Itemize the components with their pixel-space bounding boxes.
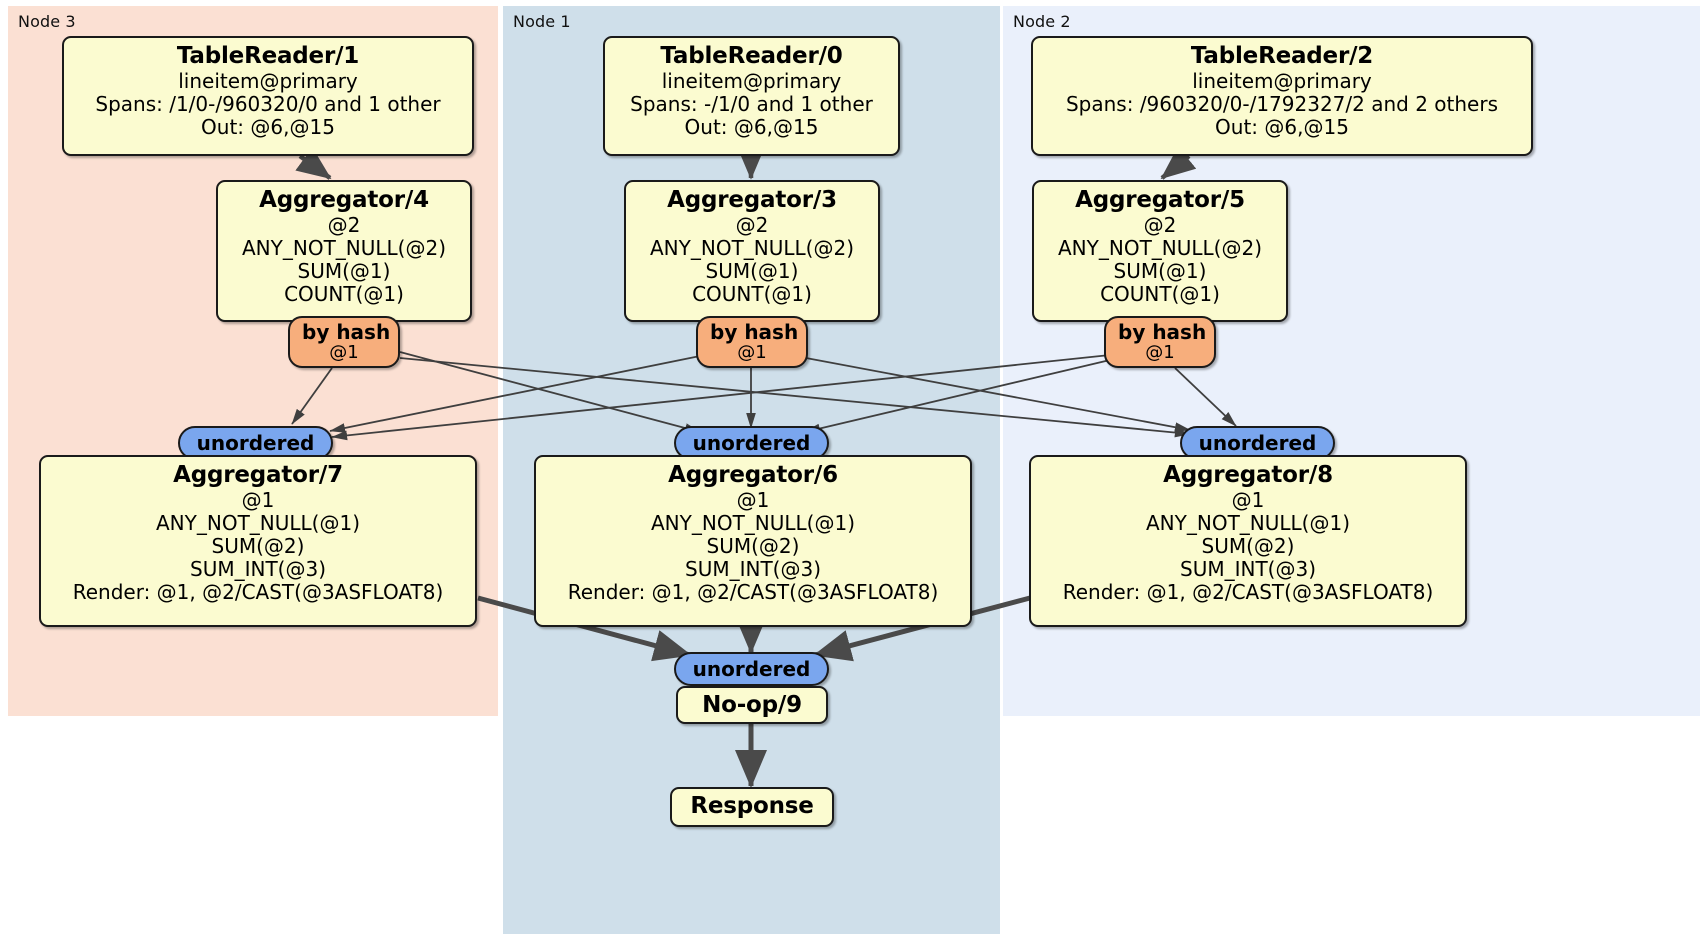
processor-detail: Out: @6,@15 xyxy=(1215,115,1349,140)
processor-detail: SUM(@1) xyxy=(1113,259,1207,284)
processor-detail: @2 xyxy=(735,212,769,237)
processor-detail: Out: @6,@15 xyxy=(684,115,819,140)
router-badge-by-hash-center[interactable]: by hash @1 xyxy=(696,316,808,368)
processor-detail: @2 xyxy=(327,212,361,237)
processor-detail: SUM_INT(@3) xyxy=(685,557,821,582)
processor-detail: SUM_INT(@3) xyxy=(190,557,326,582)
processor-detail: SUM(@1) xyxy=(297,259,391,284)
processor-detail: Spans: /1/0-/960320/0 and 1 other xyxy=(95,91,441,116)
sync-badge-unordered-center[interactable]: unordered xyxy=(674,426,829,460)
processor-aggregator-5[interactable]: Aggregator/5 @2 ANY_NOT_NULL(@2) SUM(@1)… xyxy=(1032,180,1288,322)
router-badge-column: @1 xyxy=(329,342,359,363)
processor-detail: Spans: /960320/0-/1792327/2 and 2 others xyxy=(1065,91,1498,116)
processor-noop-9[interactable]: No-op/9 xyxy=(676,686,828,724)
sync-badge-title: unordered xyxy=(692,657,811,681)
processor-detail: COUNT(@1) xyxy=(692,282,812,307)
processor-detail: ANY_NOT_NULL(@1) xyxy=(1146,510,1350,535)
processor-aggregator-3[interactable]: Aggregator/3 @2 ANY_NOT_NULL(@2) SUM(@1)… xyxy=(624,180,880,322)
processor-aggregator-7[interactable]: Aggregator/7 @1 ANY_NOT_NULL(@1) SUM(@2)… xyxy=(39,455,477,627)
processor-title: Aggregator/6 xyxy=(668,462,838,488)
processor-detail: @2 xyxy=(1143,212,1177,237)
processor-title: Aggregator/7 xyxy=(173,462,343,488)
processor-detail: lineitem@primary xyxy=(1192,68,1372,93)
node-panel-label-node3: Node 3 xyxy=(18,12,76,31)
processor-title: No-op/9 xyxy=(702,692,802,718)
processor-title: Aggregator/4 xyxy=(259,187,429,213)
sync-badge-unordered-left[interactable]: unordered xyxy=(178,426,333,460)
processor-detail: Out: @6,@15 xyxy=(201,115,335,140)
processor-render: Render: @1, @2/CAST(@3ASFLOAT8) xyxy=(1062,580,1434,605)
processor-detail: ANY_NOT_NULL(@2) xyxy=(1058,235,1262,260)
processor-detail: SUM(@2) xyxy=(211,534,305,559)
processor-render: Render: @1, @2/CAST(@3ASFLOAT8) xyxy=(72,580,444,605)
processor-detail: Spans: -/1/0 and 1 other xyxy=(630,91,873,116)
router-badge-column: @1 xyxy=(737,342,767,363)
processor-title: Aggregator/3 xyxy=(667,187,837,213)
processor-detail: lineitem@primary xyxy=(178,68,358,93)
processor-detail: SUM(@2) xyxy=(1201,534,1295,559)
processor-response[interactable]: Response xyxy=(670,787,834,827)
router-badge-title: by hash xyxy=(1118,320,1207,344)
processor-detail: SUM_INT(@3) xyxy=(1180,557,1316,582)
node-panel-label-node1: Node 1 xyxy=(513,12,571,31)
processor-tablereader-2[interactable]: TableReader/2 lineitem@primary Spans: /9… xyxy=(1031,36,1533,156)
sync-badge-unordered-final[interactable]: unordered xyxy=(674,652,829,686)
processor-tablereader-1[interactable]: TableReader/1 lineitem@primary Spans: /1… xyxy=(62,36,474,156)
processor-tablereader-0[interactable]: TableReader/0 lineitem@primary Spans: -/… xyxy=(603,36,900,156)
processor-aggregator-6[interactable]: Aggregator/6 @1 ANY_NOT_NULL(@1) SUM(@2)… xyxy=(534,455,972,627)
sync-badge-title: unordered xyxy=(196,431,315,455)
processor-detail: COUNT(@1) xyxy=(1100,282,1220,307)
router-badge-title: by hash xyxy=(710,320,799,344)
node-panel-label-node2: Node 2 xyxy=(1013,12,1071,31)
processor-aggregator-4[interactable]: Aggregator/4 @2 ANY_NOT_NULL(@2) SUM(@1)… xyxy=(216,180,472,322)
processor-detail: @1 xyxy=(736,487,770,512)
processor-title: TableReader/2 xyxy=(1190,43,1374,69)
processor-title: Aggregator/8 xyxy=(1163,462,1333,488)
processor-detail: COUNT(@1) xyxy=(284,282,404,307)
processor-detail: ANY_NOT_NULL(@2) xyxy=(650,235,854,260)
processor-detail: @1 xyxy=(241,487,275,512)
router-badge-by-hash-right[interactable]: by hash @1 xyxy=(1104,316,1216,368)
processor-title: TableReader/0 xyxy=(660,43,843,69)
processor-detail: ANY_NOT_NULL(@1) xyxy=(651,510,855,535)
processor-detail: lineitem@primary xyxy=(661,68,842,93)
processor-title: Response xyxy=(690,793,814,819)
processor-title: TableReader/1 xyxy=(176,43,360,69)
router-badge-title: by hash xyxy=(302,320,391,344)
processor-detail: ANY_NOT_NULL(@1) xyxy=(156,510,360,535)
processor-title: Aggregator/5 xyxy=(1075,187,1245,213)
processor-aggregator-8[interactable]: Aggregator/8 @1 ANY_NOT_NULL(@1) SUM(@2)… xyxy=(1029,455,1467,627)
router-badge-by-hash-left[interactable]: by hash @1 xyxy=(288,316,400,368)
sync-badge-title: unordered xyxy=(1198,431,1317,455)
processor-detail: ANY_NOT_NULL(@2) xyxy=(242,235,446,260)
processor-detail: @1 xyxy=(1231,487,1265,512)
sync-badge-title: unordered xyxy=(692,431,811,455)
router-badge-column: @1 xyxy=(1145,342,1175,363)
processor-detail: SUM(@2) xyxy=(706,534,800,559)
processor-detail: SUM(@1) xyxy=(705,259,799,284)
processor-render: Render: @1, @2/CAST(@3ASFLOAT8) xyxy=(567,580,939,605)
